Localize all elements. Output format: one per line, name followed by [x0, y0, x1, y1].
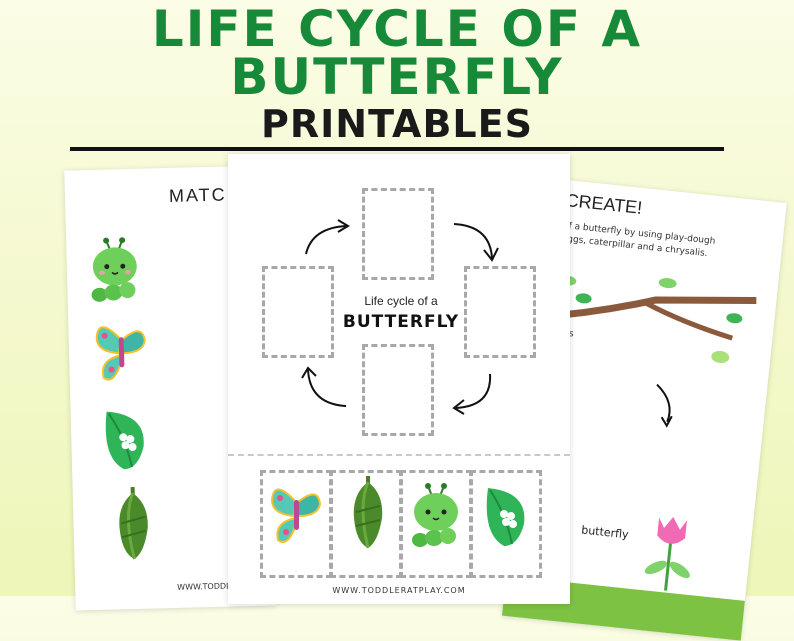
cycle-box-left [262, 266, 334, 358]
title-line-1: LIFE CYCLE OF A [151, 0, 643, 58]
header-divider [70, 147, 724, 151]
footer-url: WWW.TODDLERATPLAY.COM [332, 586, 466, 595]
subtitle: PRINTABLES [261, 102, 533, 146]
cycle-box-right [464, 266, 536, 358]
caterpillar-icon [412, 483, 458, 547]
arrow-icon [453, 223, 499, 262]
chrysalis-icon [353, 476, 383, 549]
leaf-eggs-icon [105, 411, 144, 470]
header: LIFE CYCLE OF A BUTTERFLY PRINTABLES [0, 0, 794, 150]
match-title: MATC [168, 184, 227, 206]
cutout-box-4 [470, 470, 542, 578]
butterfly-icon [270, 488, 322, 543]
life-cycle-page: Life cycle of a BUTTERFLY [228, 154, 570, 604]
cycle-box-bottom [362, 344, 434, 436]
create-instructions: of a butterfly by using play-dough eggs,… [561, 220, 763, 267]
tulip-icon [644, 516, 690, 591]
center-label: Life cycle of a BUTTERFLY [336, 294, 466, 332]
leaf-eggs-icon [486, 488, 525, 546]
arrow-icon [305, 219, 350, 255]
create-title: CREATE! [564, 190, 644, 218]
caterpillar-icon [91, 237, 137, 302]
cut-line [228, 454, 570, 456]
butterfly-label: butterfly [580, 523, 630, 542]
arrow-icon [656, 383, 673, 428]
title-line-2: BUTTERFLY [230, 48, 564, 106]
center-label-small: Life cycle of a [364, 294, 438, 308]
butterfly-icon [95, 326, 146, 381]
footer-url: WWW.TODDL [177, 581, 231, 592]
match-page: MATC WWW.TODDL [64, 165, 276, 611]
arrow-icon [301, 366, 347, 407]
chrysalis-icon [119, 486, 148, 560]
center-label-big: BUTTERFLY [342, 312, 460, 332]
arrow-icon [452, 373, 492, 415]
cycle-box-top [362, 188, 434, 280]
